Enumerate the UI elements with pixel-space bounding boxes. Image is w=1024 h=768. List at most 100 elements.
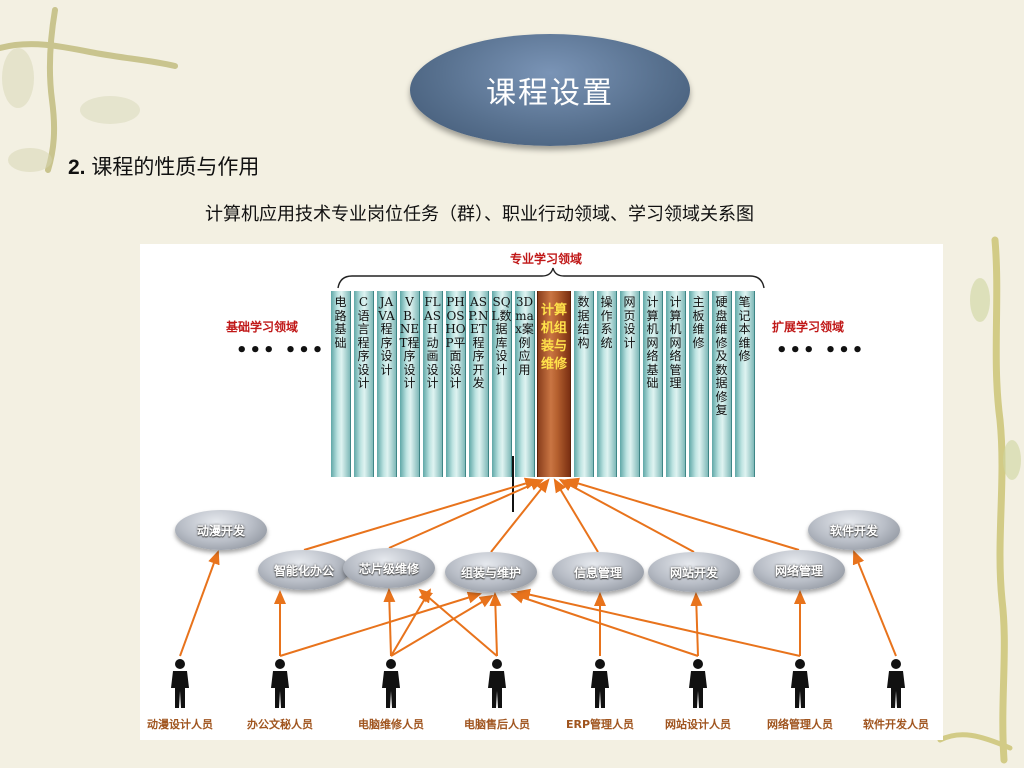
connector-arrow xyxy=(553,478,599,553)
course-label: 3Dmax案例应用 xyxy=(515,295,534,377)
course-column xyxy=(573,291,594,477)
top-brace xyxy=(337,267,765,289)
course-label: 计算机网络管理 xyxy=(669,295,682,390)
course-label: PHOSHOP平面设计 xyxy=(445,295,466,390)
title-banner: 课程设置 xyxy=(410,34,690,146)
task-oval: 动漫开发 xyxy=(175,510,267,550)
course-column xyxy=(468,291,489,477)
person-icon xyxy=(271,659,289,708)
course-label: 主板维修 xyxy=(692,295,705,350)
extended-area-label: 扩展学习领域 xyxy=(772,320,845,334)
person-label: 电脑售后人员 xyxy=(464,718,530,731)
person-icon xyxy=(382,659,400,708)
connector-arrow xyxy=(179,550,220,657)
connector-arrow xyxy=(489,592,502,657)
task-oval: 智能化办公 xyxy=(258,550,350,590)
task-label: 网站开发 xyxy=(669,565,718,580)
course-column xyxy=(688,291,709,477)
course-label: C语言程序设计 xyxy=(357,295,370,390)
task-oval: 信息管理 xyxy=(552,552,644,592)
task-oval: 芯片级维修 xyxy=(343,548,435,588)
person-icon xyxy=(171,659,189,708)
connector-arrow xyxy=(390,588,432,657)
course-column xyxy=(711,291,732,477)
course-label: VB.NET程序设计 xyxy=(399,295,420,390)
connector-arrow xyxy=(383,588,396,657)
course-label: 笔记本维修 xyxy=(738,295,751,363)
diagram-connectors xyxy=(179,267,897,657)
professional-area-label: 专业学习领域 xyxy=(510,252,583,266)
person-label: 电脑维修人员 xyxy=(358,718,424,731)
course-label: ASP.NET程序开发 xyxy=(468,295,489,390)
course-label: SQL数据库设计 xyxy=(491,295,512,377)
course-column xyxy=(491,291,512,477)
task-oval: 网站开发 xyxy=(648,552,740,592)
connector-arrow xyxy=(418,588,498,657)
person-icon xyxy=(791,659,809,708)
course-column xyxy=(537,291,571,477)
connector-arrow xyxy=(303,477,540,551)
task-label: 网络管理 xyxy=(774,563,823,578)
course-label: 计算机组装与维修 xyxy=(540,303,567,372)
connector-arrow xyxy=(388,479,545,549)
left-ellipsis: ••• ••• xyxy=(236,340,326,361)
slide-title: 课程设置 xyxy=(486,76,614,111)
task-label: 智能化办公 xyxy=(273,563,334,578)
connector-arrow xyxy=(510,592,699,657)
course-column xyxy=(330,291,351,477)
course-column xyxy=(445,291,466,477)
course-column xyxy=(376,291,397,477)
connector-arrow xyxy=(558,479,695,553)
course-label: FLASH动画设计 xyxy=(424,295,441,390)
course-label: 电路基础 xyxy=(334,295,347,350)
task-label: 组装与维护 xyxy=(460,565,521,580)
course-column xyxy=(642,291,663,477)
person-label: 办公文秘人员 xyxy=(247,718,313,731)
course-column xyxy=(596,291,617,477)
section-heading: 2. 课程的性质与作用 xyxy=(68,151,259,181)
connector-arrow xyxy=(516,588,801,657)
person-label: 动漫设计人员 xyxy=(147,718,213,731)
course-label: 网页设计 xyxy=(623,295,636,350)
basic-area-label: 基础学习领域 xyxy=(226,320,299,334)
relationship-diagram: 专业学习领域 基础学习领域 扩展学习领域 ••• ••• ••• ••• 电路基… xyxy=(140,244,943,740)
task-label: 软件开发 xyxy=(829,523,878,538)
course-label: 数据结构 xyxy=(577,295,590,350)
course-label: 计算机网络基础 xyxy=(646,295,659,390)
task-label: 信息管理 xyxy=(573,565,622,580)
task-label: 动漫开发 xyxy=(196,523,245,538)
connector-arrow xyxy=(390,594,494,657)
course-column xyxy=(399,291,420,477)
course-column xyxy=(619,291,640,477)
course-column xyxy=(353,291,374,477)
course-column xyxy=(734,291,755,477)
task-oval: 网络管理 xyxy=(753,550,845,590)
section-heading-text: 课程的性质与作用 xyxy=(85,156,260,179)
person-icon xyxy=(591,659,609,708)
person-label: 软件开发人员 xyxy=(863,718,929,731)
course-column xyxy=(422,291,443,477)
connector-arrow xyxy=(690,592,703,657)
connector-arrow xyxy=(279,591,482,657)
person-icon xyxy=(488,659,506,708)
course-column xyxy=(665,291,686,477)
section-number: 2. xyxy=(68,156,86,179)
person-label: 网站设计人员 xyxy=(665,718,731,731)
course-label: 硬盘维修及数据修复 xyxy=(715,295,728,417)
task-oval: 组装与维护 xyxy=(445,552,537,592)
course-label: JAVA程序设计 xyxy=(378,295,395,377)
task-label: 芯片级维修 xyxy=(358,561,419,576)
person-icon xyxy=(689,659,707,708)
connector-arrow xyxy=(852,550,897,657)
person-icon xyxy=(887,659,905,708)
connector-arrow xyxy=(564,477,800,551)
connector-arrow xyxy=(490,478,550,553)
task-oval: 软件开发 xyxy=(808,510,900,550)
course-column xyxy=(514,291,535,477)
course-label: 操作系统 xyxy=(600,295,613,350)
person-label: ERP管理人员 xyxy=(565,718,635,731)
person-label: 网络管理人员 xyxy=(767,718,833,731)
diagram-caption: 计算机应用技术专业岗位任务（群）、职业行动领域、学习领域关系图 xyxy=(205,204,754,225)
right-ellipsis: ••• ••• xyxy=(776,340,866,361)
